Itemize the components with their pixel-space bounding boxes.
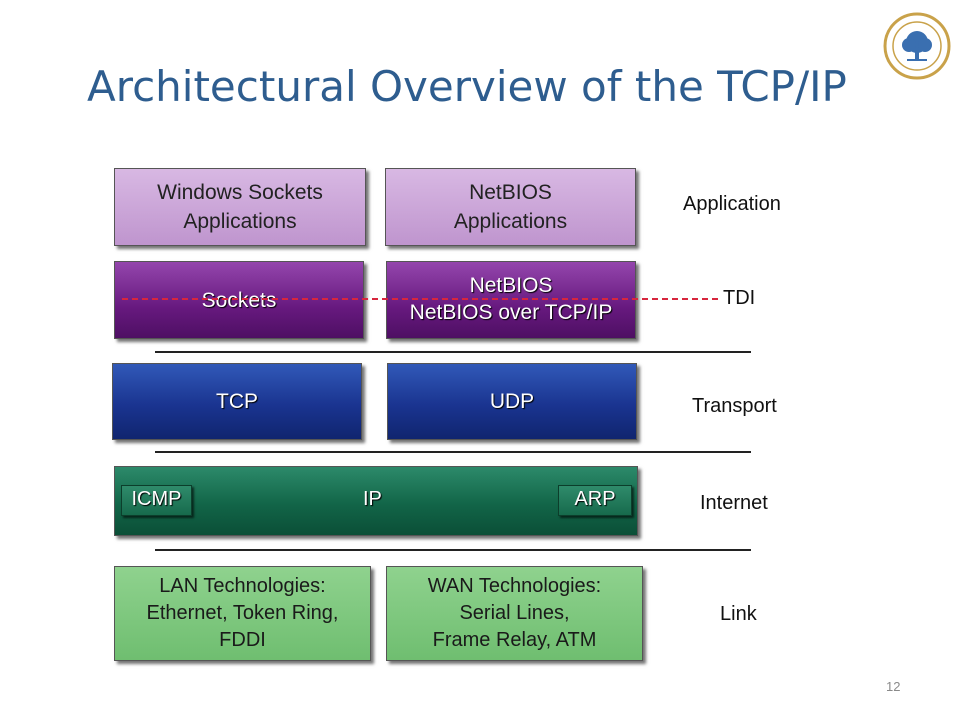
layer-separator [155,451,751,453]
windows-sockets-applications-box: Windows Sockets Applications [114,168,366,246]
box-line: NetBIOS over TCP/IP [409,301,613,324]
box-line: Applications [183,210,297,233]
box-line: Serial Lines, [459,602,570,624]
ip-label: IP [363,488,382,510]
layer-label-link: Link [720,603,757,625]
lan-technologies-box: LAN Technologies: Ethernet, Token Ring, … [114,566,371,661]
box-line: Ethernet, Token Ring, [146,602,339,624]
box-line: NetBIOS [469,181,552,204]
icmp-box: ICMP [121,485,192,516]
layer-separator [155,351,751,353]
sockets-box: Sockets [114,261,364,339]
layer-separator [155,549,751,551]
layer-label-tdi: TDI [723,287,756,309]
netbios-box: NetBIOS NetBIOS over TCP/IP [386,261,636,339]
box-line: Frame Relay, ATM [432,629,597,651]
udp-box: UDP [387,363,637,440]
layer-label-application: Application [683,193,781,215]
netbios-applications-box: NetBIOS Applications [385,168,636,246]
wan-technologies-box: WAN Technologies: Serial Lines, Frame Re… [386,566,643,661]
tdi-boundary-line [122,298,718,300]
box-line: NetBIOS [469,274,553,297]
box-line: Sockets [201,289,277,312]
box-line: Windows Sockets [157,181,323,204]
page-number: 12 [886,679,901,694]
box-line: UDP [489,390,535,413]
layer-label-internet: Internet [700,492,768,514]
box-line: TCP [216,390,258,413]
box-line: WAN Technologies: [427,575,602,597]
ip-box [114,466,638,536]
layer-label-transport: Transport [692,395,777,417]
slide-title: Architectural Overview of the TCP/IP [87,62,847,111]
tcp-box: TCP [112,363,362,440]
box-line: LAN Technologies: [159,575,326,597]
srm-university-seal-icon [883,12,951,80]
box-line: FDDI [219,629,266,651]
arp-box: ARP [558,485,632,516]
box-line: Applications [453,210,568,233]
